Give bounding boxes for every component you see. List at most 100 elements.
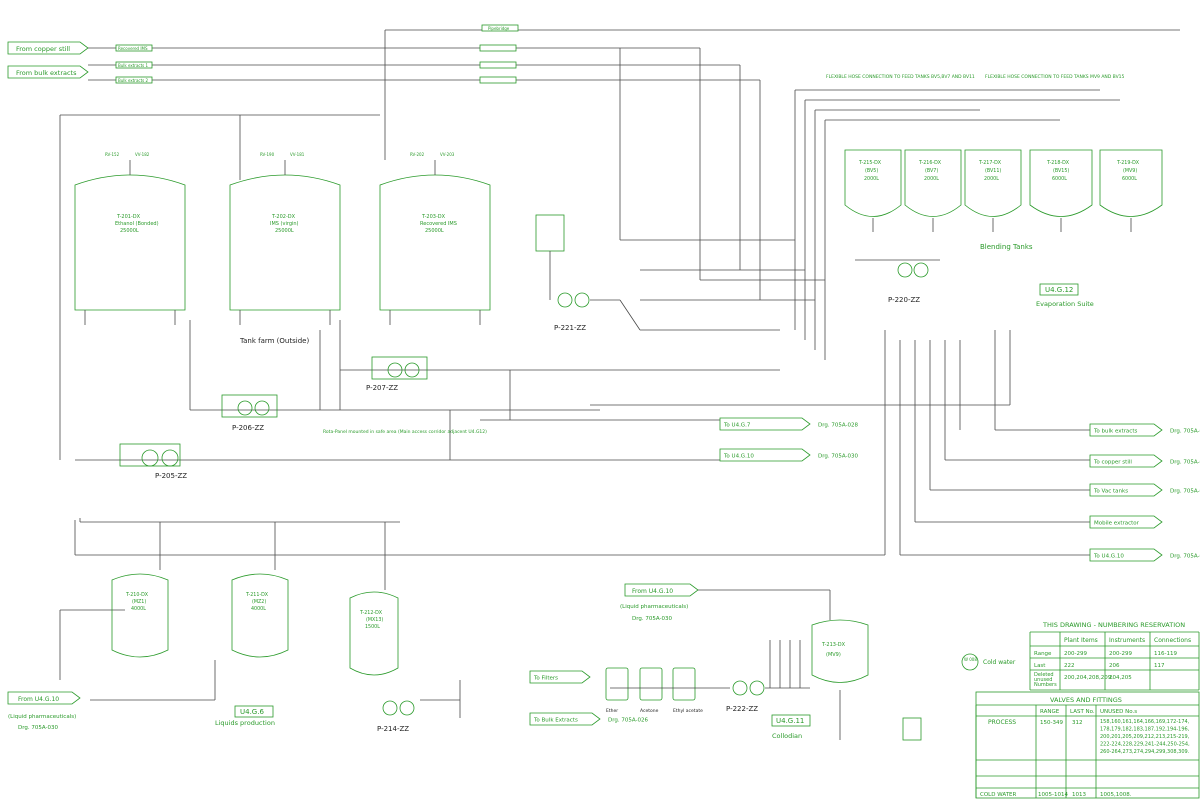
liq-tank-capacity: 4000L [131,606,146,612]
tank-relief-valve: RV-152 [105,152,120,157]
destination-drawing: Drg. 705A-026 [608,718,649,724]
numbering-cell: 200-299 [1109,651,1132,657]
destination-drawing: Drg. 705A-026 [1170,429,1200,435]
pump-p214: P-214-ZZ [377,700,415,733]
area-coll-code: U4.G.11 [776,717,804,725]
numbering-title: THIS DRAWING - NUMBERING RESERVATION [1042,621,1185,629]
tank-contents: Ethanol (Bonded) [115,221,159,227]
destination-label: To U4.G.10 [723,454,754,460]
tank-relief-valve: RV-190 [260,152,275,157]
drum-3: Ethyl acetate [672,667,703,714]
liq-tank-name: (MZ2) [252,599,266,605]
valves-cold-label: COLD WATER [980,792,1017,798]
valves-process-unused: 200,201,205,209,212,213,215-219, [1100,734,1190,740]
flex-hose-note-1: FLEXIBLE HOSE CONNECTION TO FEED TANKS B… [826,74,975,80]
valves-process-unused: 260-264,273,274,294,299,308,309. [1100,749,1190,755]
source-from-u4g10-liq: From U4.G.10 [7,691,81,705]
evap-code-box [1039,283,1079,296]
area-evap: Evaporation Suite [1036,300,1094,308]
tank-t213-name: (MV9) [826,652,841,658]
line-tag-recovered-ims [115,44,153,52]
drum-label: Ether [606,708,618,714]
pump-p206-label: P-206-ZZ [232,424,264,432]
liq-tank-capacity: 4000L [251,606,266,612]
destination-label: To bulk extracts [1093,429,1137,435]
valves-process-range: 150-349 [1040,720,1063,726]
valves-process-unused: 222-224,228,229,241-244,250-254, [1100,742,1190,748]
pump-p205-label: P-205-ZZ [155,472,187,480]
blending-tank-4: T-218-DX (BV15) 6000L [1029,149,1093,232]
gravity-tank [902,717,922,741]
destination-8: To Filters [529,670,591,684]
cold-water-tag: W 008 [964,657,977,662]
drum-label: Ethyl acetate [673,708,703,714]
valves-title: VALVES AND FITTINGS [1050,696,1122,704]
destination-label: To U4.G.7 [723,423,751,429]
tank-vent-valve: VV-181 [290,152,305,157]
destination-6: Mobile extractor [1089,515,1163,529]
blending-tank-tag: T-218-DX [1046,160,1070,166]
blending-tank-tag: T-215-DX [858,160,882,166]
blending-tank-name: (BV5) [865,168,878,174]
blending-tank-1: T-215-DX(BV5)2000L [844,149,902,232]
blending-tank-capacity: 2000L [984,176,999,182]
blending-tank-capacity: 6000L [1052,176,1067,182]
valves-process-unused: 158,160,161,164,166,169,172-174, [1100,719,1190,725]
tank-tag: T-201-DX [116,214,141,220]
valves-header: UNUSED No.s [1100,709,1137,715]
pump-p221-label: P-221-ZZ [554,324,586,332]
area-evap-code: U4.G.12 [1045,286,1073,294]
tank-relief-valve: RV-202 [410,152,425,157]
liq-pharm-note-2: (Liquid pharmaceuticals) [620,604,688,610]
blending-tank-name: (BV15) [1053,168,1069,174]
source-bulk-extracts-label: From bulk extracts [16,69,77,77]
tank-vent-valve: VV-182 [135,152,150,157]
destination-drawing: Drg. 705A-023 [1170,460,1200,466]
blending-tank-name: (BV7) [925,168,938,174]
drum-2: Acetone [639,667,663,714]
area-liq: Liquids production [215,719,275,727]
destination-label: To copper still [1093,460,1132,466]
area-blending: Blending Tanks [980,243,1033,251]
liq-tank-3: T-212-DX(MX13)1500L [349,591,399,676]
cold-water-label: Cold water [983,659,1016,666]
destination-label: To U4.G.10 [1093,554,1124,560]
blending-tank-5: T-219-DX(MV9)6000L [1099,149,1163,232]
liq-code-box [234,705,274,718]
blending-tank-2: T-216-DX(BV7)2000L [904,149,962,232]
tank-tag: T-203-DX [421,214,446,220]
blending-tank-tag: T-219-DX [1116,160,1140,166]
liq-drg-note-1: Drg. 705A-030 [18,725,59,731]
valves-process-label: PROCESS [988,719,1016,726]
valves-header: RANGE [1040,709,1060,715]
pump-p222-label: P-222-ZZ [726,705,758,713]
numbering-cell: 206 [1109,663,1120,669]
numbering-header: Connections [1154,637,1191,644]
source-from-u4g10-coll: From U4.G.10 [624,583,699,597]
source-copper-still: From copper still [7,41,89,55]
destination-label: Mobile extractor [1094,521,1140,527]
drum-label: Acetone [640,708,659,714]
liq-tank-tag: T-212-DX [359,610,383,616]
tank-t213-tag: T-213-DX [821,642,846,648]
liq-tank-tag: T-210-DX [125,592,149,598]
destination-label: To Bulk Extracts [533,718,578,724]
numbering-cell: 222 [1064,663,1075,669]
numbering-header: Instruments [1109,637,1145,644]
tank-t213: T-213-DX (MV9) [811,619,869,683]
source-from-u4g10-coll-label: From U4.G.10 [632,588,673,595]
blending-tank-capacity: 2000L [924,176,939,182]
destination-3: To bulk extracts Drg. 705A-026 [1089,423,1200,437]
destination-drawing: Drg. 705A-025 [1170,489,1200,495]
numbering-cell: 204,205 [1109,675,1132,681]
coll-code-box [771,714,811,727]
tank-contents: IMS (virgin) [270,221,299,227]
line-tag-bulk-2: Bulk extracts 2 [118,78,149,83]
tank-tag: T-202-DX [271,214,296,220]
destination-label: To Filters [533,676,558,682]
destination-drawing: Drg. 705A-028 [818,423,859,429]
